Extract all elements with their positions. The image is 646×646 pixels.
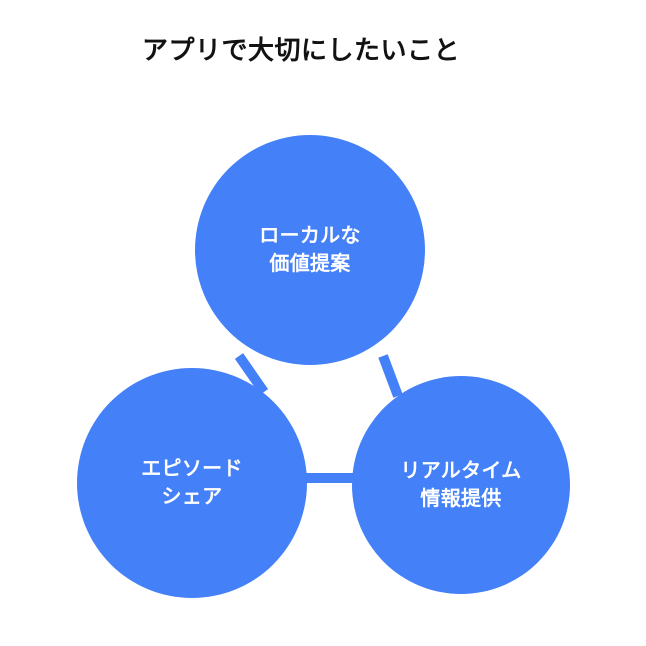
node-episode-share-line2: シェア bbox=[161, 486, 223, 508]
node-local-value[interactable]: ローカルな 価値提案 bbox=[195, 135, 425, 365]
page-title: アプリで大切にしたいこと bbox=[141, 35, 460, 65]
node-episode-share-line1: エピソード bbox=[141, 458, 243, 480]
node-local-value-line1: ローカルな bbox=[259, 225, 361, 247]
edge-local-to-realtime bbox=[378, 354, 403, 398]
node-realtime-info-line2: 情報提供 bbox=[420, 488, 502, 510]
node-realtime-info[interactable]: リアルタイム 情報提供 bbox=[352, 376, 570, 594]
node-realtime-info-line1: リアルタイム bbox=[400, 460, 522, 482]
node-episode-share[interactable]: エピソード シェア bbox=[77, 368, 307, 598]
node-local-value-line2: 価値提案 bbox=[269, 253, 351, 275]
